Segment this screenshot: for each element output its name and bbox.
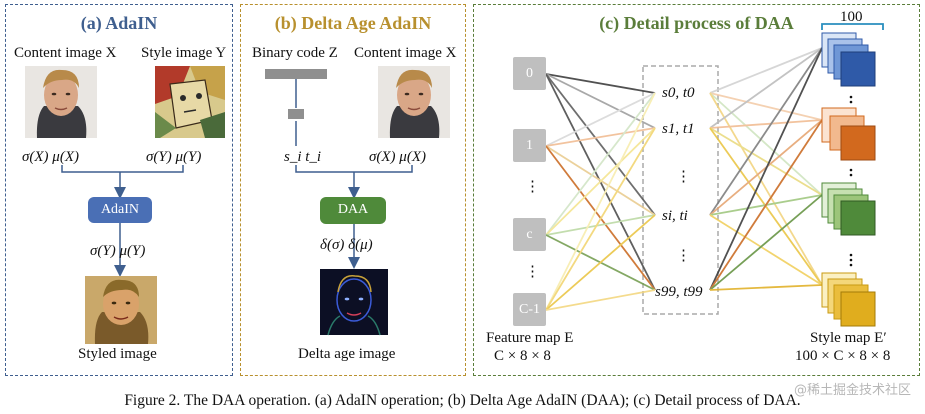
- param-node-ellipsis-1: ⋮: [676, 169, 691, 185]
- param-node-1: s1, t1: [662, 121, 695, 137]
- param-node-0: s0, t0: [662, 85, 695, 101]
- style-stack-blue: [821, 32, 876, 87]
- content-image-label: Content image X: [14, 45, 117, 61]
- style-image-cubist: [155, 66, 225, 138]
- feature-node-1: 1: [513, 129, 546, 162]
- content-image-b: [378, 66, 450, 138]
- delta-age-image-label: Delta age image: [298, 346, 396, 362]
- feature-node-0: 0: [513, 57, 546, 90]
- binary-code-cell: [288, 109, 304, 119]
- style-map-label: Style map E′: [810, 330, 887, 346]
- style-stats-label: σ(Y) μ(Y): [146, 149, 202, 165]
- param-node-ellipsis-2: ⋮: [676, 248, 691, 264]
- feature-node-ellipsis-2: ⋮: [525, 264, 540, 280]
- delta-age-output-image: [320, 269, 388, 336]
- param-column-frame: [642, 65, 719, 315]
- content-image-a: [25, 66, 97, 138]
- style-stack-green: [821, 182, 876, 236]
- style-stack-orange: [821, 107, 876, 161]
- content-stats-label: σ(X) μ(X): [22, 149, 79, 165]
- content-stats-label-b: σ(X) μ(X): [369, 149, 426, 165]
- param-to-style-links: [709, 47, 823, 291]
- style-map-dims: 100 × C × 8 × 8: [795, 348, 891, 364]
- watermark: @稀土掘金技术社区: [793, 383, 911, 398]
- styled-image-label: Styled image: [78, 346, 157, 362]
- content-image-label-b: Content image X: [354, 45, 457, 61]
- figure-caption: Figure 2. The DAA operation. (a) AdaIN o…: [124, 392, 801, 409]
- feature-node-c: c: [513, 218, 546, 251]
- panel-a-title: (a) AdaIN: [80, 13, 158, 33]
- panel-delta-age-adain: (b) Delta Age AdaIN: [240, 4, 466, 376]
- feature-node-ellipsis-1: ⋮: [525, 179, 540, 195]
- panel-adain: (a) AdaIN: [5, 4, 233, 376]
- stack-count-brace: [821, 23, 884, 30]
- style-stack-yellow: [821, 272, 876, 327]
- binary-code-label: Binary code Z: [252, 45, 338, 61]
- feature-to-param-links: [545, 73, 656, 311]
- styled-output-image: [85, 276, 157, 344]
- daa-output-stats: δ(σ) δ(μ): [320, 237, 373, 253]
- style-image-label: Style image Y: [141, 45, 227, 61]
- feature-map-dims: C × 8 × 8: [494, 348, 551, 364]
- stack-count-label: 100: [840, 9, 863, 25]
- feature-node-last: C-1: [513, 293, 546, 326]
- binary-code-bar: [265, 69, 327, 79]
- daa-box: DAA: [320, 197, 386, 224]
- adain-box: AdaIN: [88, 197, 152, 223]
- adain-output-stats: σ(Y) μ(Y): [90, 243, 146, 259]
- panel-daa-detail: (c) Detail process of DAA: [473, 4, 920, 376]
- panel-c-title: (c) Detail process of DAA: [599, 13, 794, 33]
- param-node-i: si, ti: [662, 208, 688, 224]
- st-label: s_i t_i: [284, 149, 322, 165]
- panel-b-title: (b) Delta Age AdaIN: [274, 13, 432, 33]
- feature-map-label: Feature map E: [486, 330, 574, 346]
- param-node-99: s99, t99: [655, 284, 703, 300]
